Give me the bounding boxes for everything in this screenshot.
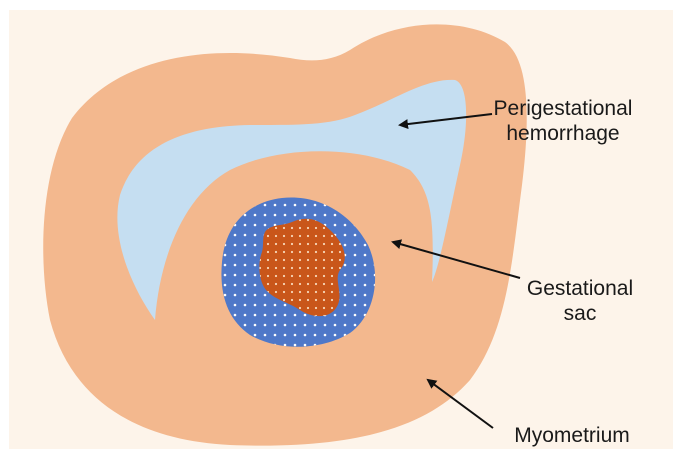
myometrium-label: Myometrium [487,423,657,448]
hemorrhage-label-line1: Perigestational [478,96,648,121]
sac-label-line2: sac [505,301,655,326]
hemorrhage-label-line2: hemorrhage [478,121,648,146]
myometrium-label-text: Myometrium [487,423,657,448]
perigestational-hemorrhage-label: Perigestational hemorrhage [478,96,648,146]
sac-label-line1: Gestational [505,276,655,301]
gestational-sac-label: Gestational sac [505,276,655,326]
